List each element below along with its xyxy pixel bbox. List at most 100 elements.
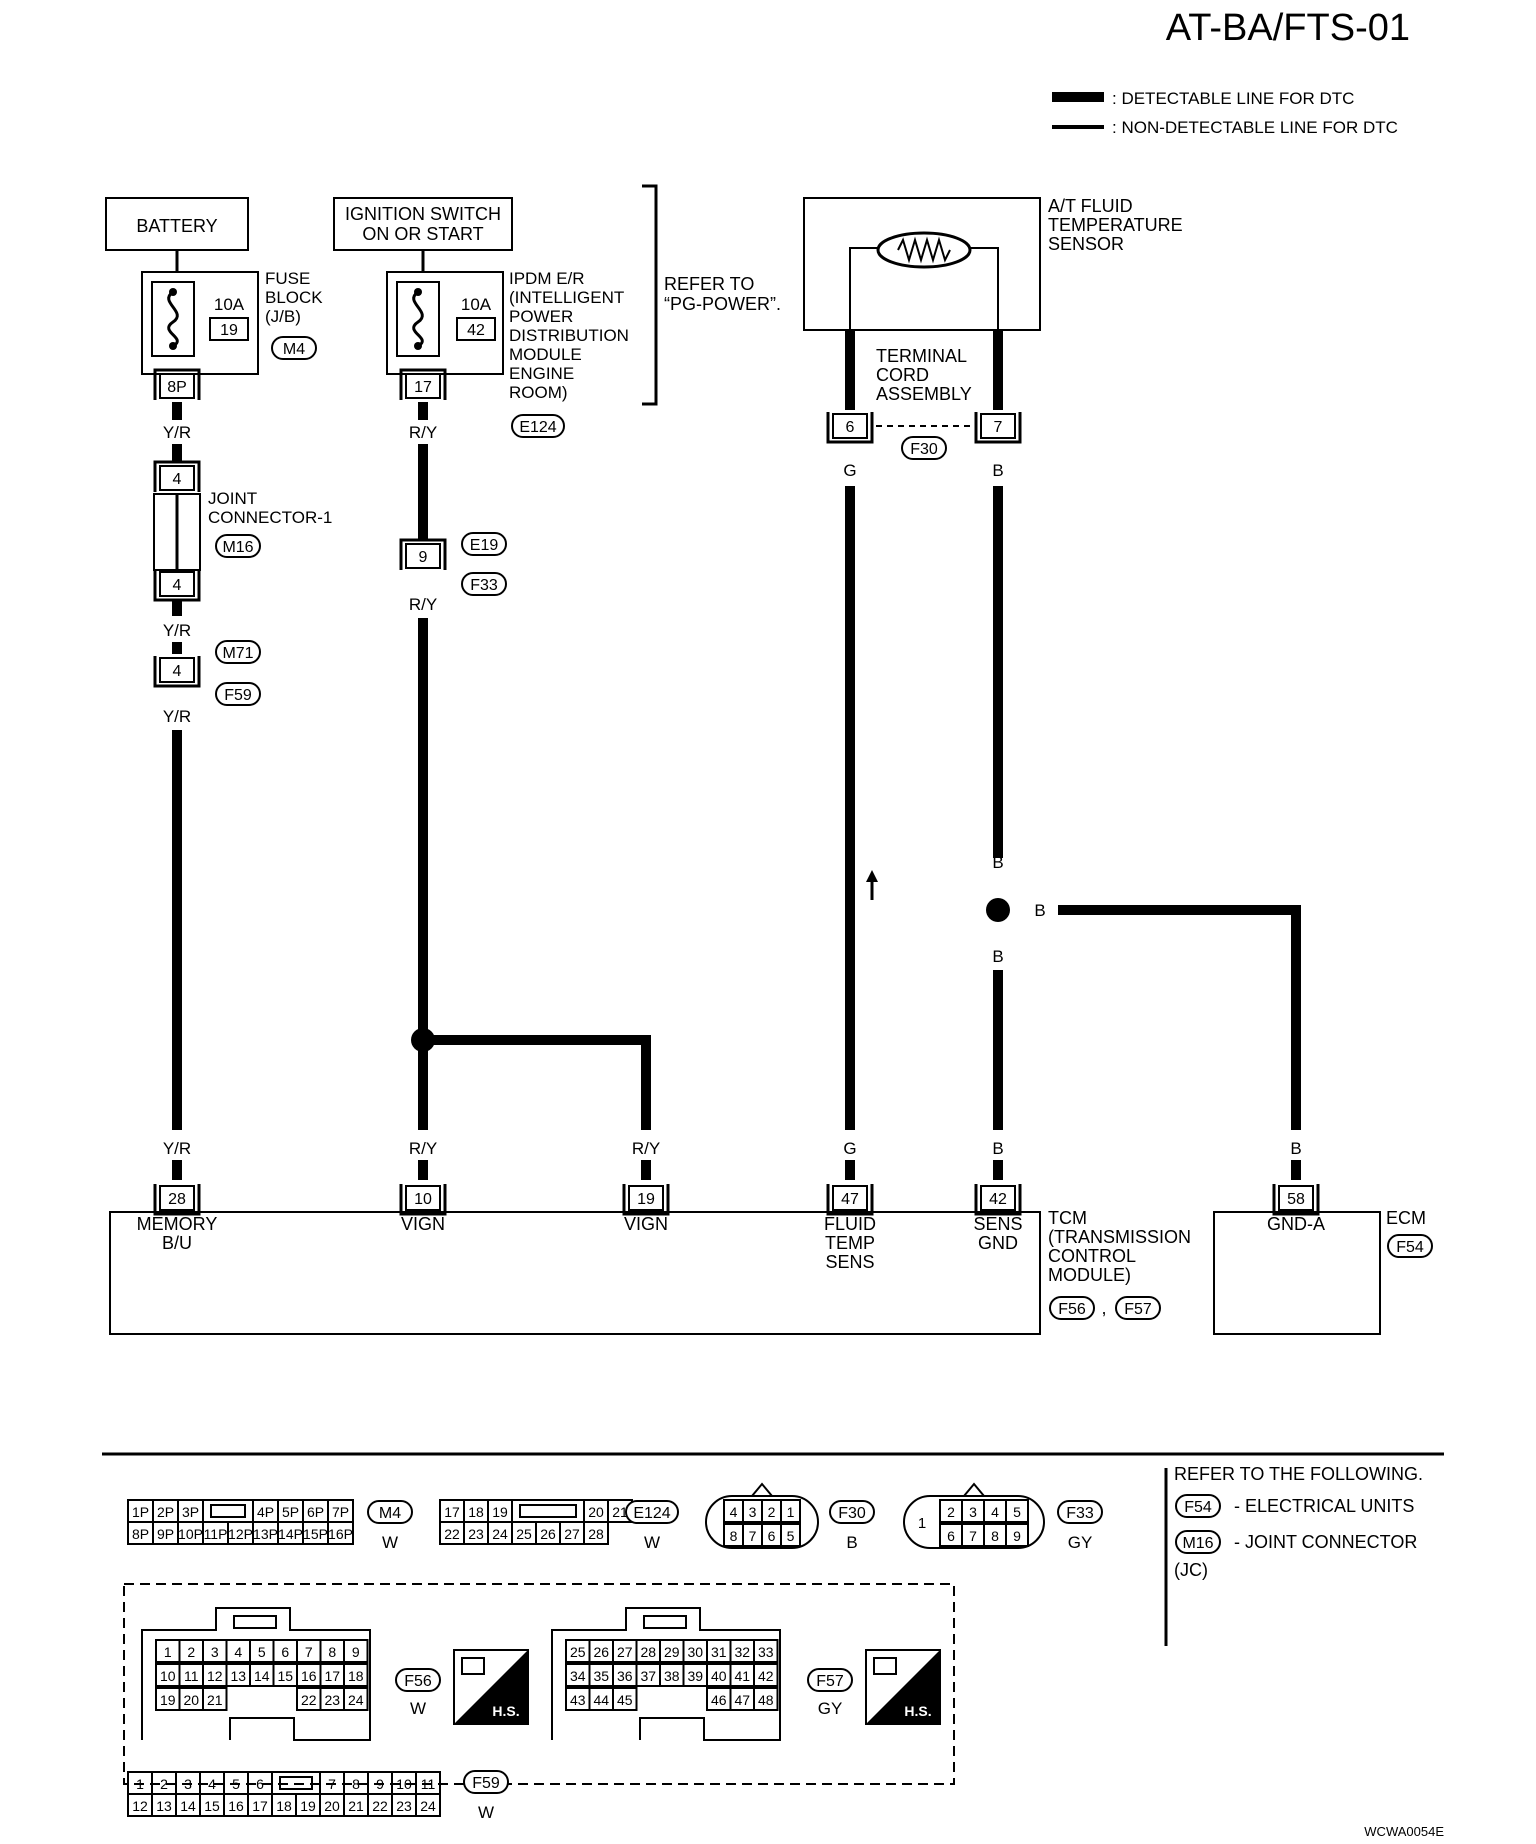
- cv-f57-cell-45: [612, 1687, 638, 1711]
- sensor-wire-b-color: B: [992, 461, 1003, 480]
- legend-non-detectable-text: : NON-DETECTABLE LINE FOR DTC: [1112, 118, 1398, 137]
- cv-hs-f57-label: H.S.: [904, 1703, 931, 1719]
- ipdm-frame: [386, 271, 504, 375]
- tcm-term-label-47-0: FLUID: [824, 1214, 876, 1234]
- tcm-term-label-47-1: TEMP: [825, 1233, 875, 1253]
- terminal-cord-conn-tag-outline: [901, 436, 947, 460]
- fuse-no-battery: 19: [220, 322, 238, 339]
- cv-f56-pin-14: 14: [254, 1668, 270, 1684]
- fuse-block-label-1: BLOCK: [265, 288, 323, 307]
- cv-f56-pin-24: 24: [348, 1692, 364, 1708]
- terminal-cord-conn-tag: F30: [910, 441, 938, 458]
- cv-f56-pin-23: 23: [324, 1692, 340, 1708]
- tcm-term-label-28-1: B/U: [162, 1233, 192, 1253]
- joint-pin-bottom-box: [159, 571, 195, 597]
- cv-f57-color: GY: [818, 1699, 843, 1718]
- cv-f59-top-latch-6: [279, 1776, 313, 1790]
- cv-e124-tag-outline: [625, 1500, 679, 1524]
- cv-f59-bottom-pin-23: 23: [396, 1798, 412, 1814]
- cv-f56-pin-22: 22: [301, 1692, 317, 1708]
- cv-f57-pin-35: 35: [593, 1668, 609, 1684]
- ecm-label: ECM: [1386, 1208, 1426, 1228]
- cv-f56-pin-20: 20: [183, 1692, 199, 1708]
- cv-f59-top-pin-9: 9: [376, 1776, 384, 1792]
- cv-f59-bottom-pin-14: 14: [180, 1798, 196, 1814]
- refer-note-tag-m16-outline: [1175, 1530, 1221, 1554]
- cv-f56-pin-3: 3: [211, 1644, 219, 1660]
- tcm-term-28-box: [159, 1185, 195, 1211]
- cv-f30-bottom-pin-7: 7: [749, 1528, 757, 1544]
- cv-f57-pin-45: 45: [617, 1692, 633, 1708]
- cv-f56-pin-16: 16: [301, 1668, 317, 1684]
- cv-e124-bottom-pin-26: 26: [540, 1526, 556, 1542]
- cv-f59-bottom-pin-17: 17: [252, 1798, 268, 1814]
- cv-f56-pin-9: 9: [352, 1644, 360, 1660]
- tcm-term-42: 42: [989, 1191, 1007, 1208]
- cv-f33-bottom-pin-8: 8: [991, 1528, 999, 1544]
- cv-e124-bottom-pin-24: 24: [492, 1526, 508, 1542]
- cv-f30-top-pin-4: 4: [730, 1504, 738, 1520]
- fuse-block-conn-tag: M4: [283, 341, 305, 358]
- cv-f59-bottom-pin-16: 16: [228, 1798, 244, 1814]
- tcm-term-10-box: [405, 1185, 441, 1211]
- ecm-term-58-box: [1278, 1185, 1314, 1211]
- diagram-code: WCWA0054E: [1364, 1824, 1444, 1839]
- ecm-conn-tag-outline: [1387, 1234, 1433, 1258]
- joint-connector-label-1: CONNECTOR-1: [208, 508, 332, 527]
- fuse-block-fuse: [151, 281, 195, 357]
- cv-f33-top-pin-2: 2: [947, 1504, 955, 1520]
- cv-f59-top-pin-1: 1: [136, 1776, 144, 1792]
- ecm-ground-wire: [1058, 905, 1301, 1130]
- cv-f57-pin-27: 27: [617, 1644, 633, 1660]
- cv-f56-cell-9: [343, 1639, 369, 1663]
- cv-f57-pin-38: 38: [664, 1668, 680, 1684]
- cv-f56-pin-13: 13: [230, 1668, 246, 1684]
- tcm-term-42-shell: [974, 1184, 1022, 1216]
- cv-f57-tag-outline: [807, 1668, 853, 1692]
- cv-f59-top-pin-5: 5: [232, 1776, 240, 1792]
- cv-f56-pin-11: 11: [184, 1668, 199, 1684]
- cv-f57-shell: [551, 1607, 781, 1741]
- cv-f33-tag-outline: [1057, 1500, 1103, 1524]
- tcm-label-0: TCM: [1048, 1208, 1087, 1228]
- cv-f57-pin-28: 28: [640, 1644, 656, 1660]
- cv-f57-pin-34: 34: [570, 1668, 586, 1684]
- cv-f59-color: W: [478, 1803, 494, 1822]
- fuse-block-conn-tag-outline: [271, 336, 317, 360]
- cv-m4-bottom-pin-8P: 8P: [132, 1526, 149, 1542]
- cv-f57-pin-47: 47: [734, 1692, 750, 1708]
- ignition-wire-mid-color: R/Y: [409, 595, 437, 614]
- ecm-conn-tag: F54: [1396, 1239, 1424, 1256]
- cv-f59-bottom-pin-22: 22: [372, 1798, 388, 1814]
- cv-m4-bottom-cell-8: [327, 1521, 354, 1545]
- ipdm-fuse-dot-top: [414, 288, 422, 296]
- ignition-title-1: ON OR START: [362, 224, 483, 244]
- cv-f33-bottom-pin-9: 9: [1013, 1528, 1021, 1544]
- cv-f57-pin-26: 26: [593, 1644, 609, 1660]
- cv-f59-top-pin-11: 11: [421, 1776, 436, 1792]
- cv-f59-tag-outline: [463, 1770, 509, 1794]
- cv-f30-bottom-pin-8: 8: [730, 1528, 738, 1544]
- cv-f30-top-cell-3: [780, 1499, 801, 1523]
- refer-note-tag-f54: F54: [1184, 1499, 1212, 1516]
- cv-hs-f56-fill: [454, 1650, 528, 1724]
- ecm-wire-color: B: [1290, 1139, 1301, 1158]
- cv-f33-top-cell-3: [1005, 1499, 1029, 1523]
- cv-f33-bottom-cell-3: [1005, 1523, 1029, 1547]
- battery-term-8p: 8P: [167, 379, 187, 396]
- cv-f56-pin-19: 19: [160, 1692, 176, 1708]
- inline-pin-e19-shell: [399, 538, 447, 570]
- cv-f57-pin-30: 30: [687, 1644, 703, 1660]
- battery-wire-mid-color: Y/R: [163, 621, 191, 640]
- ignition-term-17-box: [405, 373, 441, 399]
- battery-term-8p-box: [159, 373, 195, 399]
- cv-f30-tag-outline: [829, 1500, 875, 1524]
- cv-f59-bottom-pin-24: 24: [420, 1798, 436, 1814]
- cv-f57-pin-29: 29: [664, 1644, 680, 1660]
- ipdm-conn-tag-outline: [511, 414, 565, 438]
- cv-f33-top-pin-5: 5: [1013, 1504, 1021, 1520]
- ecm-term-label: GND-A: [1267, 1214, 1325, 1234]
- sensor-pin-6-shell: [826, 412, 874, 444]
- cv-m4-bottom-pin-16P: 16P: [328, 1526, 353, 1542]
- cv-f57-pin-44: 44: [593, 1692, 609, 1708]
